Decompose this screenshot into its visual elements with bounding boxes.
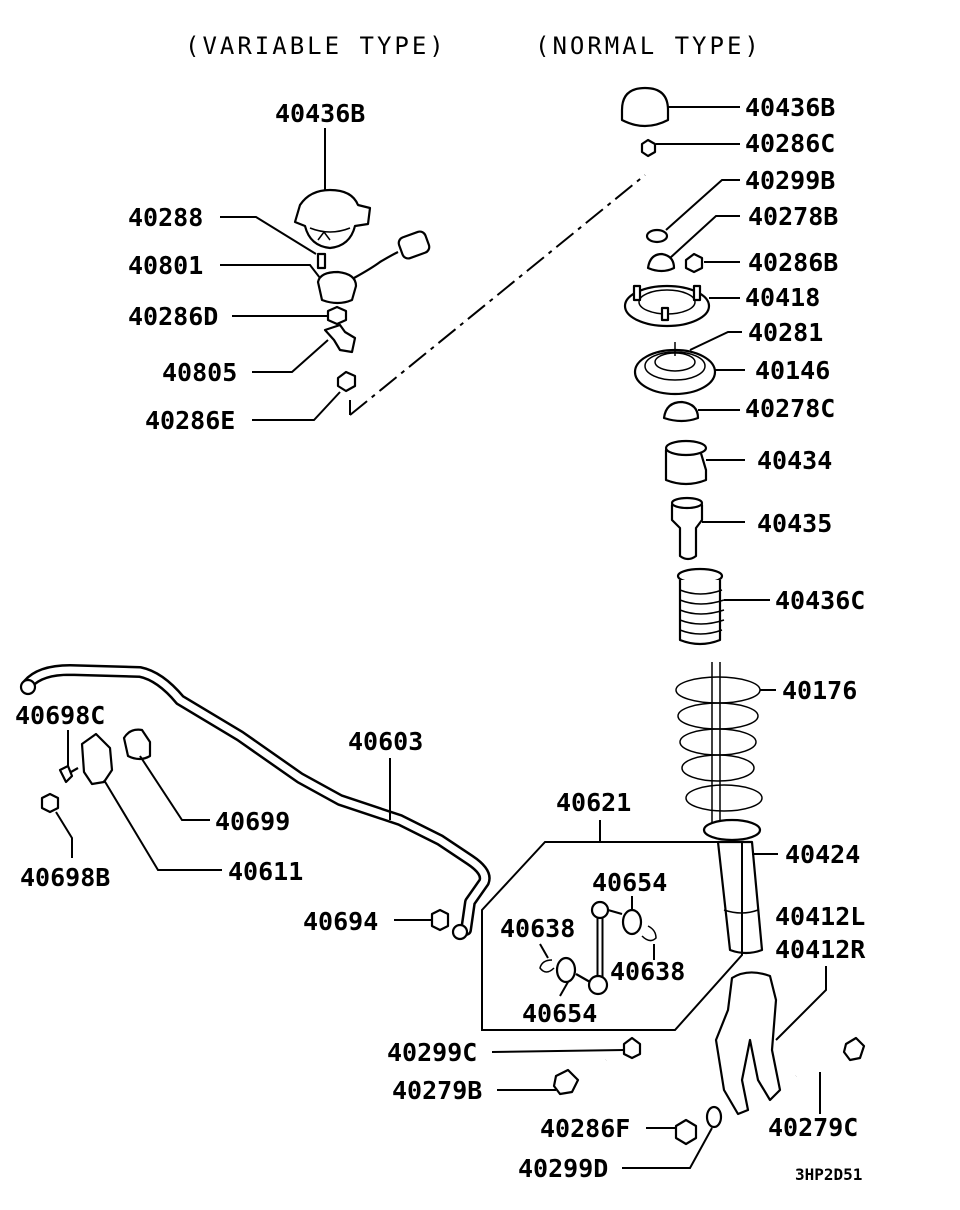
knuckle-part xyxy=(714,971,782,1116)
bracket-40805-part xyxy=(323,323,357,354)
bushing-40654-bottom-part xyxy=(555,956,577,984)
bracket-40611-part xyxy=(80,732,114,786)
label-40435: 40435 xyxy=(757,509,832,538)
label-40299b: 40299B xyxy=(745,166,835,195)
variable-type-header: (VARIABLE TYPE) xyxy=(185,32,447,60)
stabilizer-group xyxy=(19,664,491,941)
actuator-part xyxy=(316,230,431,305)
nut-40698b-part xyxy=(40,792,60,814)
bushing-40654-top-part xyxy=(621,908,643,936)
label-40638-right: 40638 xyxy=(610,957,685,986)
label-40698c: 40698C xyxy=(15,701,105,730)
label-40279c: 40279C xyxy=(768,1113,858,1142)
variable-type-group xyxy=(220,128,646,421)
label-40805: 40805 xyxy=(162,358,237,387)
bushing-40699-part xyxy=(122,728,152,761)
nut-40694-part xyxy=(430,908,450,932)
label-40436c: 40436C xyxy=(775,586,865,615)
label-40801: 40801 xyxy=(128,251,203,280)
washer-40299b-part xyxy=(645,228,669,244)
label-40424: 40424 xyxy=(785,840,860,869)
spring-seat-part xyxy=(633,342,717,396)
nut-40299c-part xyxy=(622,1036,642,1060)
bolt-40698c-part xyxy=(58,764,79,784)
label-40299d: 40299D xyxy=(518,1154,608,1183)
label-40286c: 40286C xyxy=(745,129,835,158)
label-40611: 40611 xyxy=(228,857,303,886)
label-40434: 40434 xyxy=(757,446,832,475)
label-40288: 40288 xyxy=(128,203,203,232)
lower-hardware-group xyxy=(491,1036,642,1096)
label-40412r: 40412R xyxy=(775,935,866,964)
coil-spring-part xyxy=(675,662,763,830)
label-40286b: 40286B xyxy=(748,248,838,277)
label-40694: 40694 xyxy=(303,907,378,936)
strut-cap-part xyxy=(620,86,670,128)
strut-part xyxy=(702,818,764,955)
label-40436b-variable: 40436B xyxy=(275,99,365,128)
bushing-40278c-part xyxy=(662,400,700,423)
nut-40286b-part xyxy=(684,252,704,274)
bump-cup-part xyxy=(664,448,708,486)
nut-40286d-part xyxy=(326,305,348,326)
washer-40299d-part xyxy=(705,1105,723,1129)
stabilizer-link-group xyxy=(481,820,743,1031)
label-40299c: 40299C xyxy=(387,1038,477,1067)
label-40699: 40699 xyxy=(215,807,290,836)
bump-stop-part xyxy=(670,503,704,561)
cup-40638-right-part xyxy=(641,925,657,942)
label-40654-bottom: 40654 xyxy=(522,999,597,1028)
label-40278c: 40278C xyxy=(745,394,835,423)
label-40286f: 40286F xyxy=(540,1114,630,1143)
label-40654-top: 40654 xyxy=(592,868,667,897)
label-40436b: 40436B xyxy=(745,93,835,122)
strut-mount-part xyxy=(623,284,711,328)
label-40286e: 40286E xyxy=(145,406,235,435)
bolt-40279c-part xyxy=(795,1036,866,1078)
nut-40286f-part xyxy=(674,1118,698,1146)
diagram-code: 3HP2D51 xyxy=(795,1165,862,1184)
label-40281: 40281 xyxy=(748,318,823,347)
label-40603: 40603 xyxy=(348,727,423,756)
label-40279b: 40279B xyxy=(392,1076,482,1105)
bushing-40278b-part xyxy=(646,252,676,273)
label-40176: 40176 xyxy=(782,676,857,705)
actuator-cap-part xyxy=(293,188,372,250)
stabilizer-bar-part xyxy=(24,666,489,934)
label-40621: 40621 xyxy=(556,788,631,817)
label-40412l: 40412L xyxy=(775,902,865,931)
dust-boot-part xyxy=(676,567,725,646)
label-40146: 40146 xyxy=(755,356,830,385)
label-40418: 40418 xyxy=(745,283,820,312)
strut-assembly-group xyxy=(620,86,866,1169)
label-40278b: 40278B xyxy=(748,202,838,231)
label-40286d: 40286D xyxy=(128,302,218,331)
nut-40286c-part xyxy=(640,138,657,158)
label-40638-left: 40638 xyxy=(500,914,575,943)
bolt-40279b-part xyxy=(552,1058,607,1096)
cup-40638-left-part xyxy=(539,959,555,973)
label-40698b: 40698B xyxy=(20,863,110,892)
nut-40286e-part xyxy=(336,370,357,393)
normal-type-header: (NORMAL TYPE) xyxy=(535,32,762,60)
